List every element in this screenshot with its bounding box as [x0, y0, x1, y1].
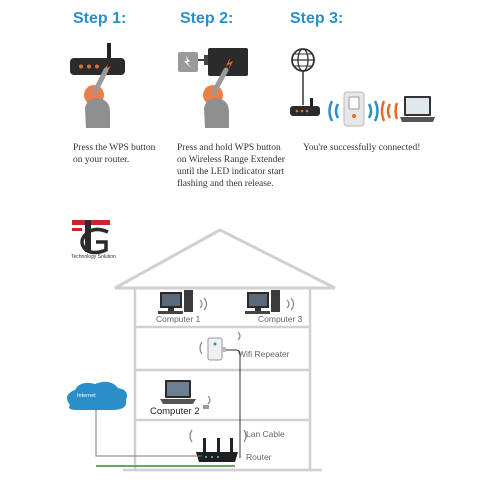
wifi-signal-computer-3-icon: [286, 297, 295, 311]
step-3-title: Step 3:: [290, 10, 344, 27]
house-roof: [114, 228, 336, 290]
step-1-router-icon: [70, 43, 125, 75]
steps-illustrations: [70, 43, 435, 128]
computer-2-laptop-icon: [160, 380, 196, 404]
label-computer-1: Computer 1: [156, 314, 201, 324]
label-router: Router: [246, 452, 272, 462]
wifi-repeater-icon: [207, 337, 226, 361]
wifi-signal-repeater-icon: [199, 331, 241, 355]
step-3-router-icon: [290, 98, 320, 116]
computer-1-icon: [158, 290, 193, 314]
internet-cloud-icon: [66, 381, 127, 410]
laptop-icon: [400, 96, 435, 122]
internet-cable-line: [95, 410, 202, 457]
logo-caption: Technology Solution: [71, 254, 116, 260]
wifi-waves-left-icon: [328, 100, 379, 122]
lan-cable-line: [226, 349, 241, 458]
step-1-description: Press the WPS button on your router.: [73, 143, 156, 165]
step-2-extender-icon: [178, 48, 248, 76]
wifi-signal-computer-2-icon: [203, 395, 211, 409]
step-3-extender-icon: [343, 91, 365, 127]
wifi-signal-computer-1-icon: [199, 297, 208, 311]
step-2-hand-icon: [203, 67, 229, 128]
label-internet: Internet: [77, 393, 96, 399]
globe-icon: [291, 48, 315, 105]
step-2-description: Press and hold WPS button on Wireless Ra…: [177, 143, 285, 189]
computer-3-icon: [245, 290, 280, 314]
label-computer-3: Computer 3: [258, 314, 303, 324]
wifi-signal-router-icon: [189, 429, 247, 443]
label-computer-2: Computer 2: [150, 406, 200, 417]
house-diagram: [66, 228, 336, 472]
wifi-waves-right-icon: [380, 100, 399, 122]
label-wifi-repeater: Wifi Repeater: [238, 349, 290, 359]
step-1-hand-icon: [84, 67, 110, 128]
router-icon: [196, 438, 238, 462]
label-lan-cable: Lan Cable: [246, 429, 285, 439]
step-3-description: You're successfully connected!: [303, 143, 421, 153]
step-1-title: Step 1:: [73, 10, 127, 27]
tg-logo: [72, 220, 110, 255]
step-2-title: Step 2:: [180, 10, 234, 27]
